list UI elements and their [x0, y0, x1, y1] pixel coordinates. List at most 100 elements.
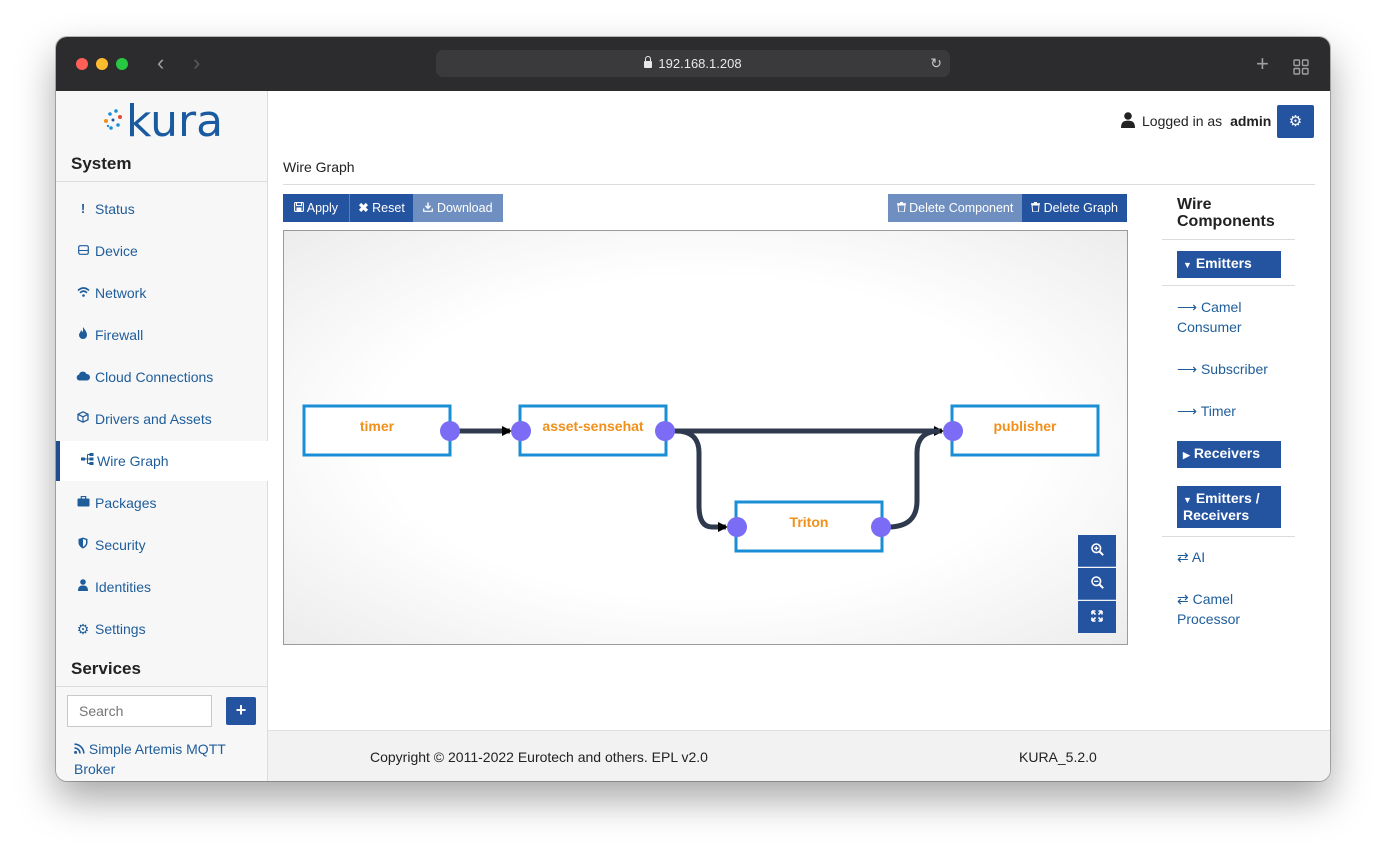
input-port[interactable] — [511, 421, 531, 441]
sidebar-item-wire-graph[interactable]: Wire Graph — [56, 441, 271, 481]
sitemap-icon — [80, 441, 94, 481]
trash-icon — [896, 201, 906, 215]
sidebar-item-packages[interactable]: Packages — [56, 483, 267, 523]
arrow-right-icon: ⟶ — [1177, 299, 1198, 315]
close-window-button[interactable] — [76, 58, 88, 70]
services-heading: Services — [71, 659, 141, 678]
output-port[interactable] — [440, 421, 460, 441]
sidebar-item-device[interactable]: Device — [56, 231, 267, 271]
sidebar-item-identities[interactable]: Identities — [56, 567, 267, 607]
sidebar-item-label: Wire Graph — [97, 453, 169, 469]
component-camel-consumer[interactable]: ⟶ Camel Consumer — [1177, 297, 1287, 337]
exclamation-icon: ! — [80, 201, 86, 216]
emitters-category-button[interactable]: ▼ Emitters — [1177, 251, 1281, 278]
new-tab-icon[interactable]: + — [1256, 51, 1269, 76]
download-label: Download — [436, 201, 493, 215]
trash-icon — [1031, 201, 1041, 215]
exchange-icon: ⇄ — [1177, 591, 1189, 607]
wire-graph-canvas[interactable]: timer asset-sensehat publisher Triton — [283, 230, 1128, 645]
sidebar-item-network[interactable]: Network — [56, 273, 267, 313]
component-label: Camel Processor — [1177, 591, 1241, 627]
output-port[interactable] — [655, 421, 675, 441]
delete-graph-label: Delete Graph — [1043, 201, 1118, 215]
svg-text:kura: kura — [126, 99, 223, 143]
component-subscriber[interactable]: ⟶ Subscriber — [1177, 359, 1287, 379]
title-line-1: Wire — [1177, 196, 1212, 213]
zoom-out-icon — [1090, 576, 1104, 592]
emitters-receivers-category-button[interactable]: ▼ Emitters / Receivers — [1177, 486, 1281, 528]
sidebar-item-status[interactable]: ! Status — [56, 189, 267, 229]
node-label: publisher — [993, 418, 1057, 434]
sidebar-item-label: Settings — [95, 621, 146, 637]
sidebar-item-firewall[interactable]: Firewall — [56, 315, 267, 355]
sidebar-item-label: Cloud Connections — [95, 369, 214, 385]
add-service-button[interactable]: + — [226, 697, 256, 725]
sidebar-item-security[interactable]: Security — [56, 525, 267, 565]
sidebar: kura System ! Status Device Network Fire… — [56, 91, 271, 781]
graph-node-publisher[interactable]: publisher — [943, 404, 1100, 457]
sidebar-item-drivers-and-assets[interactable]: Drivers and Assets — [56, 399, 267, 439]
node-label: asset-sensehat — [542, 418, 644, 434]
zoom-in-button[interactable] — [1078, 535, 1116, 567]
graph-node-timer[interactable]: timer — [302, 404, 460, 457]
delete-component-label: Delete Component — [909, 201, 1014, 215]
caret-down-icon: ▼ — [1183, 260, 1192, 270]
component-camel-processor[interactable]: ⇄ Camel Processor — [1177, 589, 1287, 629]
sidebar-item-cloud-connections[interactable]: Cloud Connections — [56, 357, 267, 397]
sidebar-item-label: Identities — [95, 579, 152, 595]
browser-window: ‹ › 192.168.1.208 ↻ + — [56, 37, 1330, 781]
sidebar-item-label: Security — [95, 537, 146, 553]
username: admin — [1230, 113, 1272, 129]
minimize-window-button[interactable] — [96, 58, 108, 70]
receivers-label: Receivers — [1193, 445, 1260, 461]
divider — [56, 686, 267, 687]
wire-triton-to-publisher[interactable] — [887, 428, 941, 530]
back-icon[interactable]: ‹ — [157, 50, 165, 75]
address-bar[interactable]: 192.168.1.208 ↻ — [436, 50, 950, 77]
settings-button[interactable]: ⚙ — [1277, 105, 1314, 138]
sidebar-item-label: Status — [95, 201, 135, 217]
download-button[interactable]: Download — [413, 194, 503, 222]
shield-icon — [76, 525, 90, 565]
fit-to-screen-button[interactable] — [1078, 601, 1116, 633]
delete-graph-button[interactable]: Delete Graph — [1022, 194, 1127, 222]
delete-component-button[interactable]: Delete Component — [888, 194, 1022, 222]
component-label: Subscriber — [1200, 361, 1268, 377]
wifi-icon — [76, 273, 90, 313]
receivers-category-button[interactable]: ▶ Receivers — [1177, 441, 1281, 468]
expand-icon — [1091, 609, 1103, 625]
input-port[interactable] — [943, 421, 963, 441]
component-ai[interactable]: ⇄ AI — [1177, 547, 1287, 567]
reset-button[interactable]: ✖ Reset — [349, 194, 413, 222]
lock-icon — [644, 56, 653, 68]
exchange-icon: ⇄ — [1177, 549, 1189, 565]
graph-node-triton[interactable]: Triton — [727, 500, 891, 553]
reset-label: Reset — [372, 201, 405, 215]
sidebar-item-settings[interactable]: ⚙ Settings — [56, 609, 267, 649]
forward-icon[interactable]: › — [193, 50, 201, 75]
graph-node-asset-sensehat[interactable]: asset-sensehat — [511, 404, 675, 457]
divider — [1162, 536, 1295, 537]
close-icon: ✖ — [358, 201, 369, 215]
arrow-right-icon: ⟶ — [1177, 361, 1198, 377]
service-item-simple-artemis-mqtt-broker[interactable]: Simple Artemis MQTT Broker — [74, 739, 254, 779]
search-input[interactable] — [67, 695, 212, 727]
sidebar-item-label: Firewall — [95, 327, 144, 343]
reload-icon[interactable]: ↻ — [930, 55, 942, 71]
component-label: Camel Consumer — [1177, 299, 1242, 335]
input-port[interactable] — [727, 517, 747, 537]
component-timer[interactable]: ⟶ Timer — [1177, 401, 1287, 421]
kura-logo: kura — [96, 96, 236, 147]
briefcase-icon — [76, 483, 90, 523]
sidebar-item-label: Device — [95, 243, 138, 259]
zoom-out-button[interactable] — [1078, 568, 1116, 600]
apply-button[interactable]: Apply — [283, 194, 349, 222]
gear-icon: ⚙ — [76, 621, 90, 637]
output-port[interactable] — [871, 517, 891, 537]
footer: Copyright © 2011-2022 Eurotech and other… — [268, 730, 1330, 781]
sidebar-item-label: Network — [95, 285, 147, 301]
maximize-window-button[interactable] — [116, 58, 128, 70]
tab-overview-icon[interactable] — [1293, 55, 1309, 81]
cube-icon — [76, 399, 90, 439]
wire-asset-sensehat-to-triton[interactable] — [675, 428, 728, 532]
